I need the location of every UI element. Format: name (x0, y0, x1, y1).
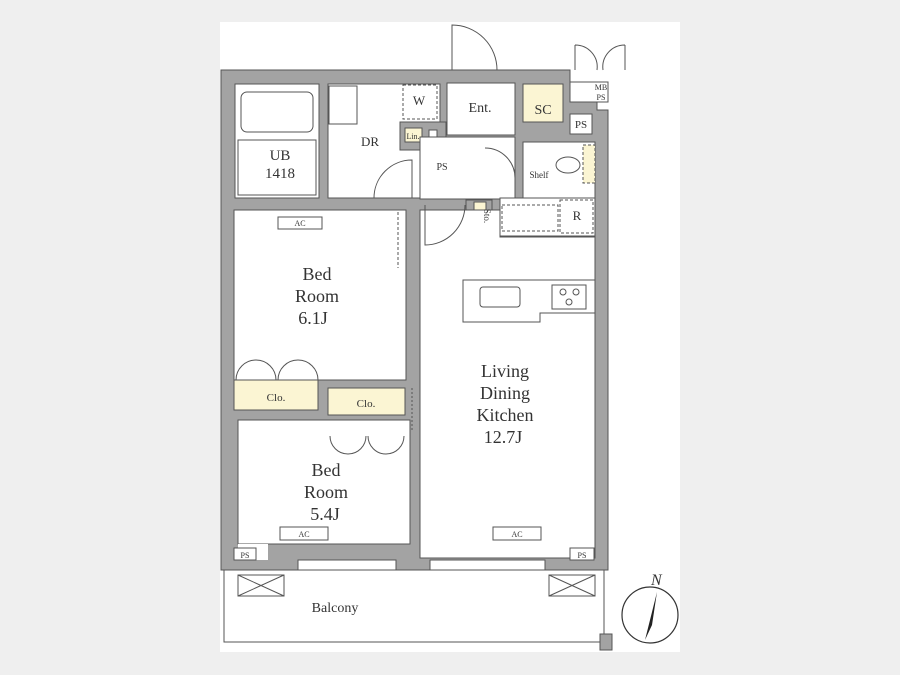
ldk-label: Living (481, 361, 529, 381)
shoe-closet-label: SC (534, 103, 551, 118)
evacuation-hatch-icon (237, 574, 285, 597)
bedroom-1 (233, 209, 407, 381)
closet-2 (327, 387, 406, 416)
bedroom2-size: 5.4J (310, 504, 340, 524)
bedroom2-label-2: Room (304, 482, 348, 502)
balcony (223, 569, 613, 651)
bedroom1-size: 6.1J (298, 308, 328, 328)
pipe-space-br (569, 547, 595, 561)
window (429, 559, 546, 571)
ac-label: AC (294, 219, 305, 228)
ps-label: PS (578, 551, 587, 560)
balcony-label: Balcony (312, 601, 359, 616)
ac-label: AC (511, 530, 522, 539)
sink-icon (479, 286, 521, 308)
kitchen-back (499, 197, 596, 237)
bedroom2-label: Bed (312, 460, 341, 480)
compass-label: N (650, 572, 663, 589)
ac-unit (492, 526, 542, 541)
doors (235, 24, 626, 455)
ps-label: PS (241, 551, 250, 560)
ps-label: PS (436, 162, 447, 173)
kitchen-counter (462, 279, 596, 323)
dressing-room-label: DR (361, 134, 379, 149)
bedroom1-label-2: Room (295, 286, 339, 306)
meter-box (569, 81, 609, 103)
ac-unit (279, 526, 329, 541)
storage-label: Sto. (482, 209, 492, 223)
entrance (446, 82, 516, 136)
pipe-space-top-right (569, 113, 593, 135)
meter-box-label-2: PS (597, 93, 606, 102)
fridge-label: R (573, 208, 582, 223)
unit-bath-size: 1418 (265, 166, 295, 182)
fridge-space (559, 199, 594, 234)
hallway (419, 136, 516, 200)
bedroom1-label: Bed (303, 264, 332, 284)
closet-1 (233, 379, 319, 411)
toilet-icon (555, 156, 581, 174)
washbasin (328, 85, 358, 125)
evacuation-hatch-icon (548, 574, 596, 597)
closet2-label: Clo. (357, 398, 376, 410)
washer-label: W (413, 93, 426, 108)
shelf-label: Shelf (530, 170, 549, 180)
ldk-size: 12.7J (484, 427, 523, 447)
ac-unit (277, 216, 323, 230)
closet1-label: Clo. (267, 392, 286, 404)
bedroom-2 (237, 419, 411, 545)
meter-box-label: MB (595, 83, 607, 92)
unit-bath (234, 83, 320, 199)
north-compass-icon: N (621, 572, 679, 644)
unit-bath-label: UB (270, 148, 291, 164)
entrance-label: Ent. (469, 101, 492, 116)
bathtub (240, 91, 314, 133)
ac-label: AC (298, 530, 309, 539)
linen-label: Lin. (406, 132, 419, 141)
linen-closet (404, 127, 423, 143)
pipe-space-bl (233, 547, 257, 561)
washer-space (402, 84, 438, 120)
shoe-closet (522, 83, 564, 123)
ps-label: PS (575, 119, 587, 131)
stove-icon (551, 284, 587, 310)
ldk-label-2: Dining (480, 383, 530, 403)
ldk-label-3: Kitchen (477, 405, 534, 425)
window (297, 559, 397, 571)
